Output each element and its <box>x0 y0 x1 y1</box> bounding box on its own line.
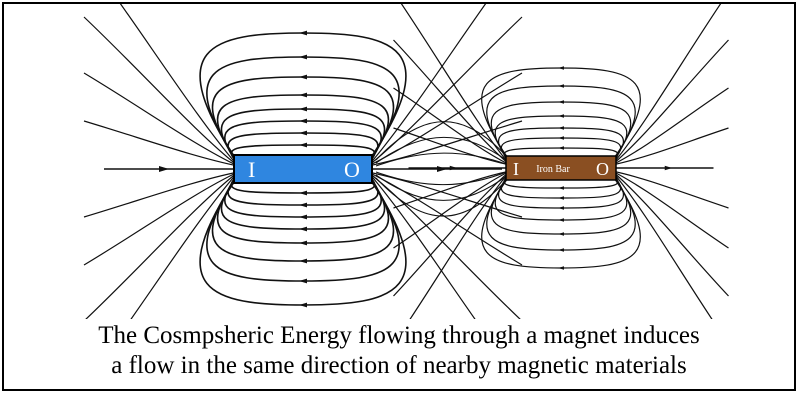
field-arrow <box>558 248 564 252</box>
field-arrow <box>558 146 564 150</box>
field-arrow <box>299 118 307 124</box>
field-line <box>611 170 729 209</box>
field-arrow <box>558 218 564 222</box>
iron-bar: I Iron Bar O <box>505 155 617 181</box>
iron-bar-label: Iron Bar <box>536 164 570 175</box>
field-arrow <box>299 54 307 60</box>
field-line <box>490 101 632 165</box>
field-line <box>486 171 636 251</box>
field-line <box>367 171 523 218</box>
field-line <box>83 16 239 167</box>
field-line <box>83 171 239 266</box>
field-arrow <box>558 266 564 270</box>
field-arrow <box>299 92 307 98</box>
field-line <box>611 4 722 166</box>
field-line <box>375 176 510 217</box>
field-arrow <box>437 166 447 172</box>
field-line <box>393 170 511 209</box>
field-arrow <box>299 74 307 80</box>
field-arrow <box>299 302 307 308</box>
field-arrow <box>558 84 564 88</box>
field-line <box>393 39 511 166</box>
field-arrow <box>159 166 169 172</box>
field-line <box>367 171 476 319</box>
field-arrow <box>299 202 307 208</box>
caption-line-2: a flow in the same direction of nearby m… <box>111 352 687 379</box>
caption-line-1: The Cosmpsheric Energy flowing through a… <box>98 322 700 349</box>
field-line <box>611 170 713 319</box>
field-line <box>375 136 510 164</box>
field-line <box>400 4 511 166</box>
field-arrow <box>558 136 564 140</box>
field-line <box>83 72 239 167</box>
field-line <box>409 170 511 319</box>
field-line <box>393 170 511 249</box>
field-line <box>85 171 239 319</box>
field-arrow <box>558 196 564 200</box>
field-line <box>367 4 487 167</box>
field-line <box>375 152 510 167</box>
field-line <box>83 171 239 218</box>
field-arrow <box>299 30 307 36</box>
field-arrow <box>558 66 564 70</box>
field-line <box>611 170 729 297</box>
field-line <box>375 173 510 201</box>
field-arrow <box>558 186 564 190</box>
field-arrow <box>299 142 307 148</box>
field-arrow <box>299 258 307 264</box>
field-line <box>393 170 511 297</box>
field-arrow <box>299 190 307 196</box>
magnet-body <box>233 154 373 184</box>
field-line <box>611 127 729 166</box>
field-line <box>490 171 632 235</box>
magnet: I O <box>233 154 373 184</box>
field-line <box>375 121 510 161</box>
field-arrow <box>449 165 458 171</box>
field-arrow <box>558 100 564 104</box>
field-arrow <box>299 130 307 136</box>
iron-bar-pole-o: O <box>596 159 609 179</box>
field-arrow <box>299 106 307 112</box>
field-line <box>611 39 729 166</box>
field-line <box>611 87 729 166</box>
field-arrow <box>558 206 564 210</box>
field-arrow <box>299 278 307 284</box>
magnetic-field-diagram: I O I Iron Bar O <box>83 4 729 319</box>
magnet-pole-o: O <box>344 157 360 182</box>
field-line <box>375 170 510 186</box>
field-lines <box>83 4 729 319</box>
field-line <box>367 120 523 167</box>
field-line <box>130 171 239 319</box>
field-arrow <box>558 126 564 130</box>
field-line <box>393 87 511 166</box>
magnet-pole-i: I <box>248 157 255 182</box>
field-arrow <box>558 114 564 118</box>
field-line <box>611 170 729 249</box>
field-arrow <box>664 165 673 171</box>
iron-bar-body <box>505 155 617 181</box>
field-line <box>83 120 239 167</box>
field-line <box>119 4 239 167</box>
field-arrow <box>299 226 307 232</box>
field-arrow <box>558 232 564 236</box>
field-arrow <box>299 214 307 220</box>
iron-bar-pole-i: I <box>513 159 519 179</box>
field-arrow <box>299 240 307 246</box>
